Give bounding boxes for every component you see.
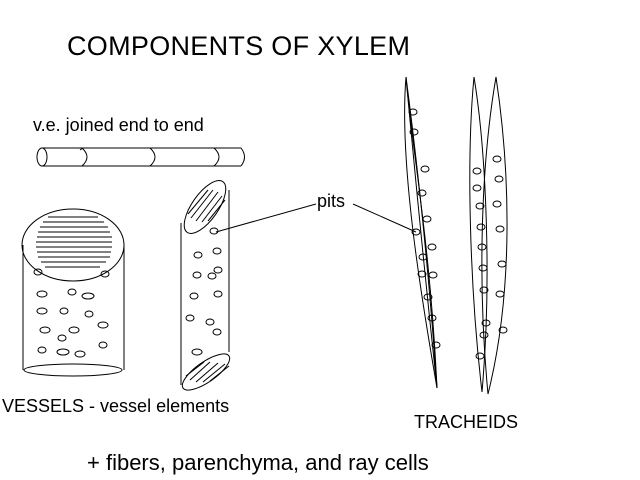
tracheid-right-pair: [469, 76, 508, 395]
diagram-title: COMPONENTS OF XYLEM: [67, 31, 411, 61]
vessels-label: VESSELS - vessel elements: [2, 396, 230, 416]
joined-vessel-elements: [36, 147, 245, 167]
joined-elements-label: v.e. joined end to end: [33, 115, 204, 135]
pits-leader-right: [352, 203, 417, 233]
pits-narrow-vessel: [185, 227, 223, 356]
perforation-plate-lines: [36, 216, 112, 268]
vessel-element-narrow: [180, 180, 231, 391]
tracheid-left: [404, 76, 441, 389]
end-wall-hatching: [185, 189, 230, 383]
footer-note: + fibers, parenchyma, and ray cells: [87, 450, 429, 475]
pits-wide-vessel: [33, 268, 110, 358]
pits-label: pits: [317, 191, 346, 211]
tracheids-label: TRACHEIDS: [414, 412, 519, 432]
pits-leader-left: [215, 203, 317, 233]
vessel-element-wide: [21, 208, 125, 377]
